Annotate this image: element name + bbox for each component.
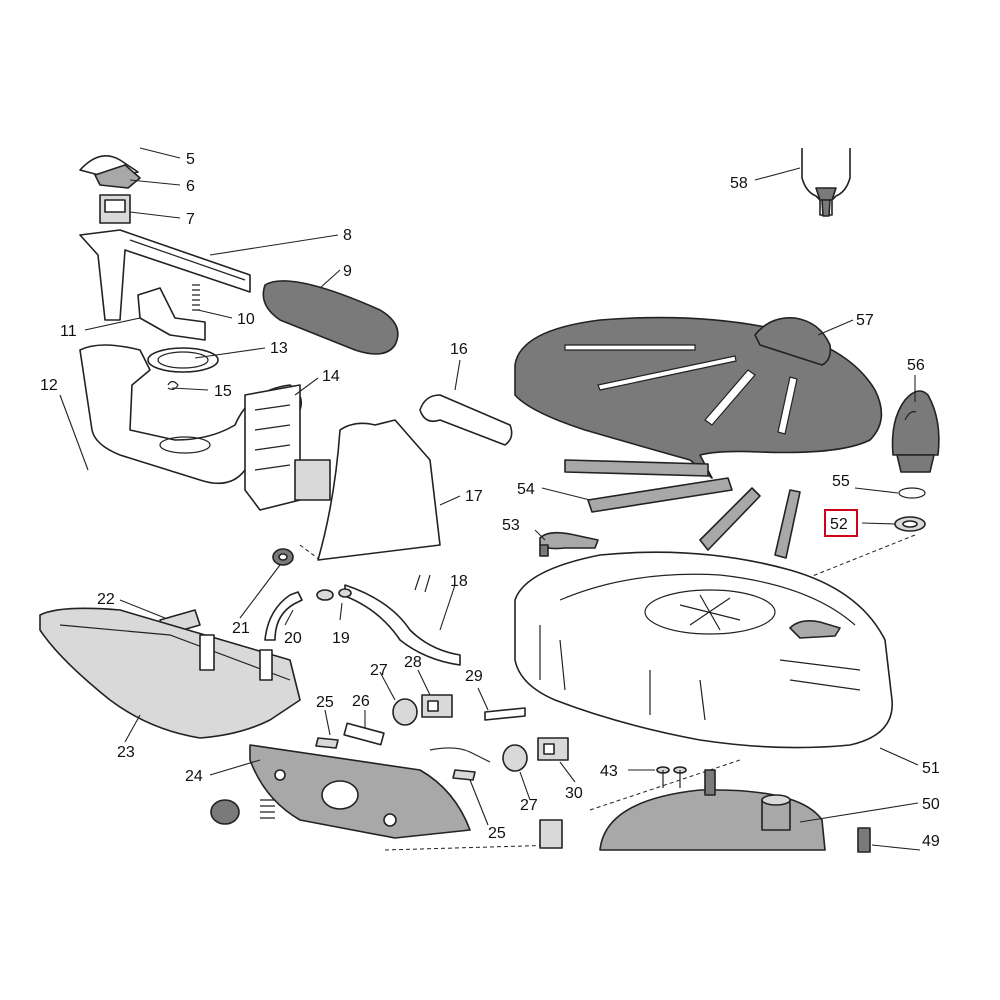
part-54-rubber-strips[interactable] xyxy=(564,459,801,559)
callout-21[interactable]: 21 xyxy=(232,620,250,637)
callout-22[interactable]: 22 xyxy=(97,591,115,608)
part-11-trigger[interactable] xyxy=(137,287,206,341)
spring-knob[interactable] xyxy=(210,799,275,825)
callout-19[interactable]: 19 xyxy=(332,630,350,647)
part-49-connector[interactable] xyxy=(857,827,871,853)
callout-15[interactable]: 15 xyxy=(214,383,232,400)
part-10-spring[interactable] xyxy=(192,284,200,311)
part-57-top-cover[interactable] xyxy=(514,316,883,479)
part-26-fuse[interactable] xyxy=(343,722,385,746)
callout-58[interactable]: 58 xyxy=(730,175,748,192)
callout-18[interactable]: 18 xyxy=(450,573,468,590)
callout-11[interactable]: 11 xyxy=(60,323,77,340)
callout-52-highlight-box xyxy=(824,509,858,537)
callout-14[interactable]: 14 xyxy=(322,368,340,385)
callout-26[interactable]: 26 xyxy=(352,693,370,710)
part-13-dial[interactable] xyxy=(147,347,219,373)
callout-27-lower[interactable]: 27 xyxy=(520,797,538,814)
callout-28[interactable]: 28 xyxy=(404,654,422,671)
part-19-grommet[interactable] xyxy=(316,588,352,601)
callout-57[interactable]: 57 xyxy=(856,312,874,329)
callout-54[interactable]: 54 xyxy=(517,481,535,498)
callout-6[interactable]: 6 xyxy=(186,178,195,195)
part-52-washer[interactable] xyxy=(894,516,926,532)
part-50-boiler-assembly[interactable] xyxy=(599,769,826,851)
callout-30[interactable]: 30 xyxy=(565,785,583,802)
callout-12[interactable]: 12 xyxy=(40,377,58,394)
callout-27-upper[interactable]: 27 xyxy=(370,662,388,679)
part-17-rear-cover[interactable] xyxy=(317,419,441,561)
callout-25-lower[interactable]: 25 xyxy=(488,825,506,842)
callout-56[interactable]: 56 xyxy=(907,357,925,374)
callout-51[interactable]: 51 xyxy=(922,760,940,777)
part-18-cable[interactable] xyxy=(344,574,461,666)
part-58-filler-nozzle[interactable] xyxy=(801,148,851,217)
part-15-clip[interactable] xyxy=(167,380,179,391)
part-27-lamp-b[interactable] xyxy=(502,744,528,772)
callout-43[interactable]: 43 xyxy=(600,763,618,780)
part-8-handle-frame[interactable] xyxy=(79,229,251,321)
small-terminal-block[interactable] xyxy=(539,819,563,849)
callout-8[interactable]: 8 xyxy=(343,227,352,244)
callout-9[interactable]: 9 xyxy=(343,263,352,280)
callout-10[interactable]: 10 xyxy=(237,311,255,328)
leader-lines xyxy=(59,147,921,851)
callout-7[interactable]: 7 xyxy=(186,211,195,228)
part-9-handle-grip[interactable] xyxy=(262,280,399,355)
callout-5[interactable]: 5 xyxy=(186,151,195,168)
part-27-lamp-a[interactable] xyxy=(392,698,418,726)
part-7-button[interactable] xyxy=(99,194,131,224)
part-43-screw[interactable] xyxy=(656,766,687,788)
callout-23[interactable]: 23 xyxy=(117,744,135,761)
part-51-base-housing[interactable] xyxy=(514,551,893,749)
part-28-switch-a[interactable] xyxy=(421,694,453,718)
part-30-switch-b[interactable] xyxy=(537,737,569,761)
part-53-clip[interactable] xyxy=(539,531,599,557)
callout-52[interactable]: 52 xyxy=(830,516,848,533)
callout-24[interactable]: 24 xyxy=(185,768,203,785)
callout-16[interactable]: 16 xyxy=(450,341,468,358)
part-25-terminal-b[interactable] xyxy=(452,769,476,781)
part-25-terminal-a[interactable] xyxy=(315,737,339,749)
callout-20[interactable]: 20 xyxy=(284,630,302,647)
part-6-cover[interactable] xyxy=(94,164,141,189)
callout-13[interactable]: 13 xyxy=(270,340,288,357)
part-55-o-ring[interactable] xyxy=(898,487,926,499)
part-29-bracket[interactable] xyxy=(484,707,526,721)
callout-labels: 5 6 7 8 9 10 11 12 13 14 15 16 17 18 19 … xyxy=(40,151,940,850)
callout-49[interactable]: 49 xyxy=(922,833,940,850)
callout-25-upper[interactable]: 25 xyxy=(316,694,334,711)
part-56-cap[interactable] xyxy=(891,390,940,473)
part-14-wiring-block[interactable] xyxy=(244,384,331,511)
part-16-hose-connector[interactable] xyxy=(419,394,513,446)
callout-53[interactable]: 53 xyxy=(502,517,520,534)
callout-50[interactable]: 50 xyxy=(922,796,940,813)
wire-lead xyxy=(429,747,491,763)
callout-29[interactable]: 29 xyxy=(465,668,483,685)
callout-17[interactable]: 17 xyxy=(465,488,483,505)
part-24-rear-panel[interactable] xyxy=(249,744,471,839)
part-20-hose[interactable] xyxy=(264,591,303,641)
part-21-knob[interactable] xyxy=(272,548,294,566)
part-23-soleplate[interactable] xyxy=(39,607,301,739)
callout-55[interactable]: 55 xyxy=(832,473,850,490)
